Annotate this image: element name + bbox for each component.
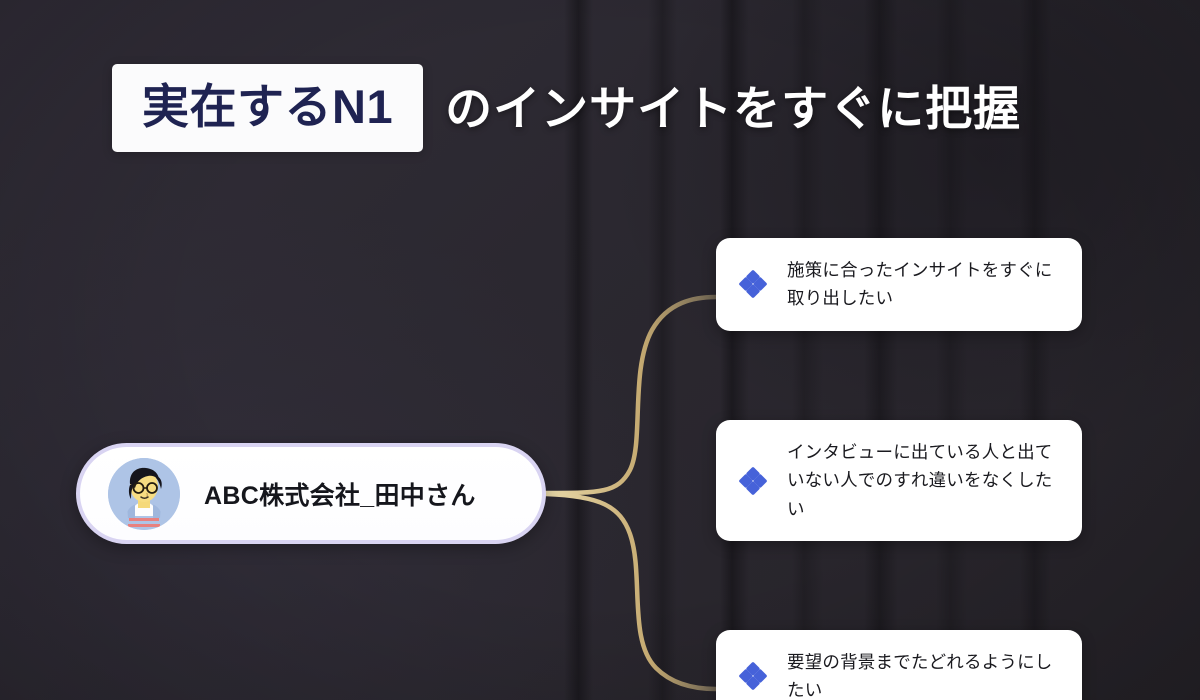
root-node-label: ABC株式会社_田中さん	[204, 481, 476, 510]
root-node[interactable]: ABC株式会社_田中さん	[76, 443, 546, 544]
four-diamond-icon	[736, 659, 770, 693]
branch-card-text: 施策に合ったインサイトをすぐに取り出したい	[787, 260, 1053, 309]
headline: 実在するN1 のインサイトをすぐに把握	[112, 64, 1021, 152]
avatar	[108, 457, 180, 530]
four-diamond-icon	[736, 267, 770, 301]
branch-card-text: インタビューに出ている人と出ていない人でのすれ違いをなくしたい	[787, 442, 1053, 519]
branch-card-2[interactable]: インタビューに出ている人と出ていない人でのすれ違いをなくしたい	[716, 420, 1082, 542]
branch-card-3[interactable]: 要望の背景までたどれるようにしたい	[716, 630, 1082, 700]
headline-rest-label: のインサイトをすぐに把握	[445, 81, 1022, 135]
branch-card-1[interactable]: 施策に合ったインサイトをすぐに取り出したい	[716, 238, 1082, 331]
person-avatar-icon	[108, 457, 180, 530]
headline-badge: 実在するN1	[112, 64, 424, 152]
headline-badge-label: 実在するN1	[142, 80, 394, 133]
branch-card-text: 要望の背景までたどれるようにしたい	[787, 652, 1053, 700]
four-diamond-icon	[736, 464, 770, 498]
